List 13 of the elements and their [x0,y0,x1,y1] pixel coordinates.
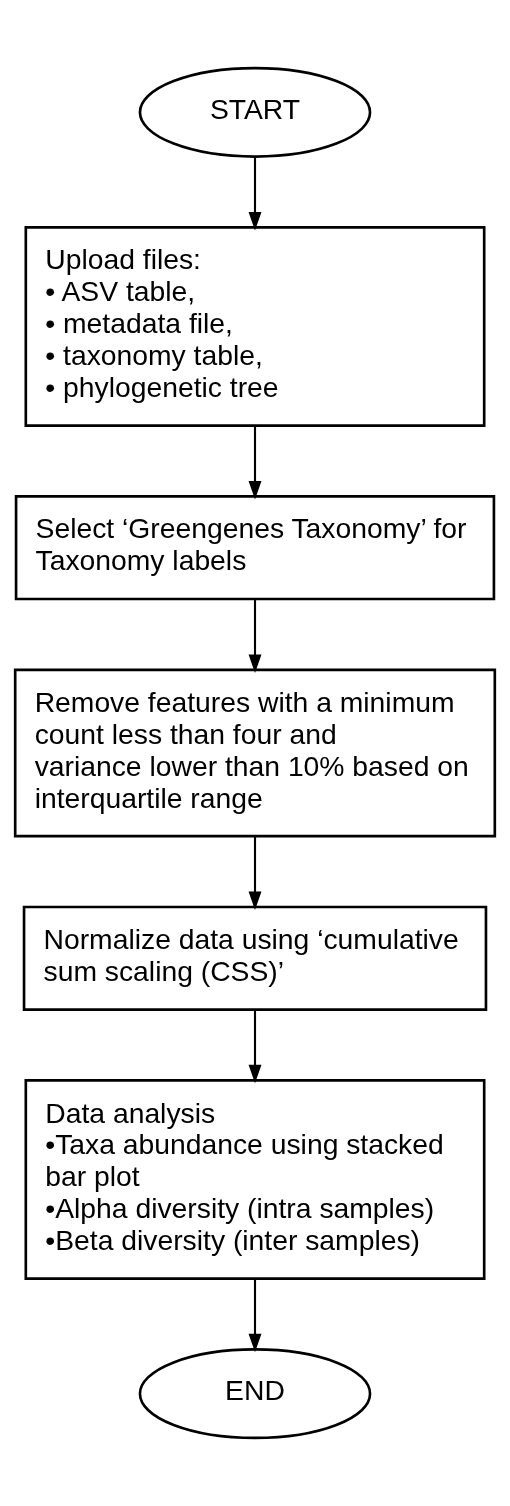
node-box: Select ‘Greengenes Taxonomy’ for Taxonomy labels [14,495,496,601]
node-box: Remove features with a minimum count less than four and variance lower than 10% based on interquartile range [13,668,497,838]
arrow [248,425,262,500]
arrow [248,156,262,231]
node-box: Upload files: • ASV table, • metadata file, • taxonomy table, • phylogenetic tree [24,226,486,427]
arrow [248,1279,262,1353]
arrow [248,1010,262,1084]
node-box: Normalize data using ‘cumulative sum scaling (CSS)’ [22,905,488,1011]
arrow [248,599,262,673]
node-ellipse: START [138,66,372,158]
node-ellipse: END [138,1348,372,1440]
arrow [248,836,262,910]
node-box: Data analysis •Taxa abundance using stacked bar plot •Alpha diversity (intra samples) •Beta diversity (inter samples) [24,1079,486,1280]
